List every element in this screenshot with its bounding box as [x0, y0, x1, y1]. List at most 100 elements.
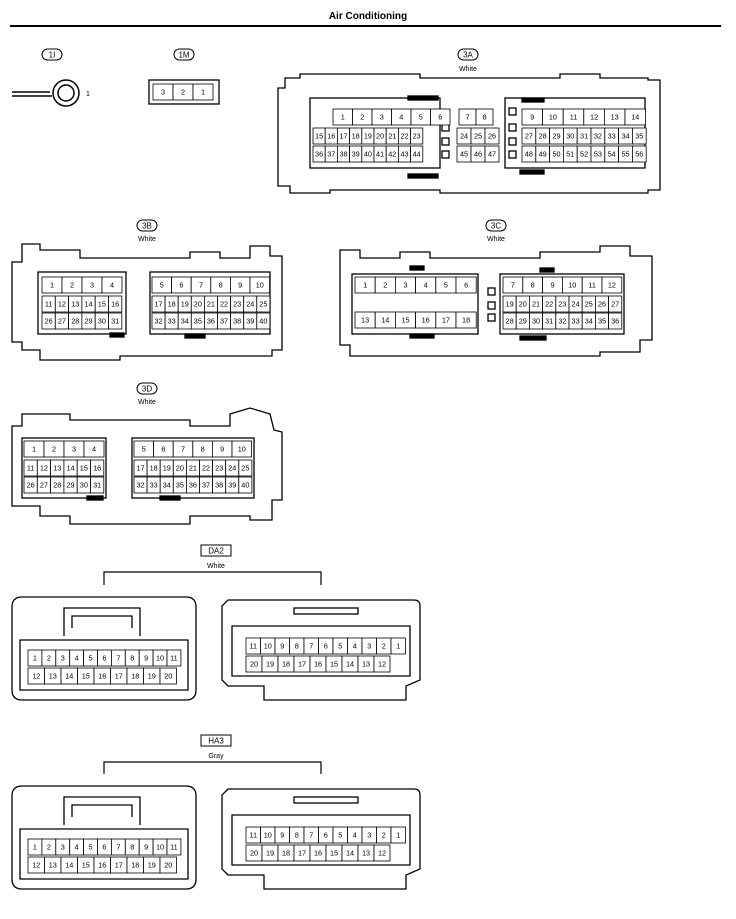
pin-label: 44 — [413, 150, 421, 159]
3D-inner-right — [131, 437, 255, 499]
pin-label: 5 — [142, 445, 146, 454]
housing-1M — [148, 79, 220, 105]
pin-label: 18 — [131, 861, 139, 870]
pin-cell: 16 — [415, 311, 437, 329]
3A-key-1 — [441, 137, 450, 146]
pin-cell: 32 — [151, 312, 166, 330]
pin-label: 1 — [201, 88, 205, 97]
connector-1I-header: 1I — [41, 48, 63, 61]
pin-label: 11 — [249, 642, 257, 651]
pin-label: 15 — [401, 316, 409, 325]
pin-label: 3 — [403, 281, 407, 290]
HA3-housing-right — [221, 788, 421, 890]
pin-cell: 3 — [81, 276, 103, 294]
pin-cell: 14 — [374, 311, 396, 329]
pin-cell: 31 — [108, 312, 123, 330]
pin-label: 39 — [246, 317, 254, 326]
pin-cell: 31 — [90, 476, 105, 494]
connector-color-label: White — [207, 563, 225, 570]
pin-cell: 37 — [199, 476, 214, 494]
pin-label: 2 — [382, 831, 386, 840]
pin-cell: 36 — [608, 312, 623, 330]
pin-label: 18 — [282, 849, 290, 858]
pin-label: 6 — [161, 445, 165, 454]
pin-label: 21 — [189, 464, 197, 473]
pin-cell: 10 — [260, 637, 276, 655]
pin-cell: 21 — [385, 127, 399, 145]
pin-cell: 11 — [245, 637, 261, 655]
pin-label: 23 — [558, 300, 566, 309]
pin-cell: 5 — [332, 826, 348, 844]
pin-label: 22 — [400, 132, 408, 141]
pin-label: 6 — [179, 281, 183, 290]
pin-cell: 8 — [475, 108, 494, 126]
pin-label: 36 — [207, 317, 215, 326]
pin-cell: 34 — [581, 312, 596, 330]
pin-label: 9 — [550, 281, 554, 290]
pin-label: 20 — [164, 861, 172, 870]
connector-id: 3A — [463, 51, 473, 60]
3C-key-1 — [487, 301, 496, 310]
pin-cell: 9 — [542, 276, 563, 294]
pin-label: 17 — [115, 672, 123, 681]
pin-cell: 17 — [293, 655, 311, 673]
pin-cell: 18 — [455, 311, 477, 329]
pin-cell: 14 — [341, 844, 359, 862]
pin-cell: 47 — [484, 145, 500, 163]
pin-cell: 16 — [93, 856, 111, 874]
pin-label: 16 — [98, 861, 106, 870]
pin-label: 17 — [442, 316, 450, 325]
pin-label: 3 — [367, 642, 371, 651]
pin-cell: 7 — [458, 108, 477, 126]
pin-cell: 11 — [41, 295, 56, 313]
pin-label: 1 — [396, 831, 400, 840]
pin-label: 25 — [241, 464, 249, 473]
pin-cell: 26 — [484, 127, 500, 145]
pin-cell: 29 — [515, 312, 530, 330]
pin-label: 56 — [635, 150, 643, 159]
pin-label: 28 — [506, 317, 514, 326]
pin-label: 38 — [339, 150, 347, 159]
pin-cell: 18 — [277, 655, 295, 673]
pin-cell: 21 — [529, 295, 544, 313]
pin-cell: 21 — [185, 459, 200, 477]
pin-cell: 2 — [41, 838, 57, 856]
pin-label: 35 — [635, 132, 643, 141]
pin-label: 15 — [82, 672, 90, 681]
pin-cell: 32 — [133, 476, 148, 494]
pin-cell: 36 — [185, 476, 200, 494]
pin-cell: 3 — [361, 826, 377, 844]
pin-label: 7 — [181, 445, 185, 454]
pin-label: 15 — [98, 300, 106, 309]
pin-cell: 31 — [542, 312, 557, 330]
pin-cell: 7 — [303, 826, 319, 844]
pin-label: 11 — [45, 300, 53, 309]
pin-label: 3 — [61, 654, 65, 663]
pin-label: 17 — [298, 849, 306, 858]
pin-label: 8 — [219, 281, 223, 290]
pin-cell: 12 — [583, 108, 605, 126]
pin-cell: 1 — [41, 276, 63, 294]
pin-cell: 10 — [231, 440, 253, 458]
pin-label: 14 — [66, 464, 74, 473]
pin-label: 16 — [98, 672, 106, 681]
pin-cell: 4 — [83, 440, 105, 458]
pin-cell: 4 — [69, 649, 84, 667]
pin-cell: 22 — [199, 459, 214, 477]
pin-label: 6 — [324, 831, 328, 840]
connector-3B-header: 3B White — [136, 219, 158, 243]
pin-label: 28 — [71, 317, 79, 326]
pin-cell: 28 — [50, 476, 65, 494]
pin-cell: 30 — [529, 312, 544, 330]
pin-cell: 6 — [97, 649, 112, 667]
pin-label: 13 — [53, 464, 61, 473]
pin-cell: 1 — [354, 276, 376, 294]
pin-cell: 26 — [41, 312, 56, 330]
3D-notch-2 — [159, 495, 181, 501]
pin-label: 19 — [266, 849, 274, 858]
pin-label: 30 — [80, 481, 88, 490]
pin-cell: 8 — [522, 276, 543, 294]
pin-cell: 14 — [624, 108, 647, 126]
pin-cell: 28 — [502, 312, 517, 330]
pin-cell: 2 — [376, 637, 392, 655]
